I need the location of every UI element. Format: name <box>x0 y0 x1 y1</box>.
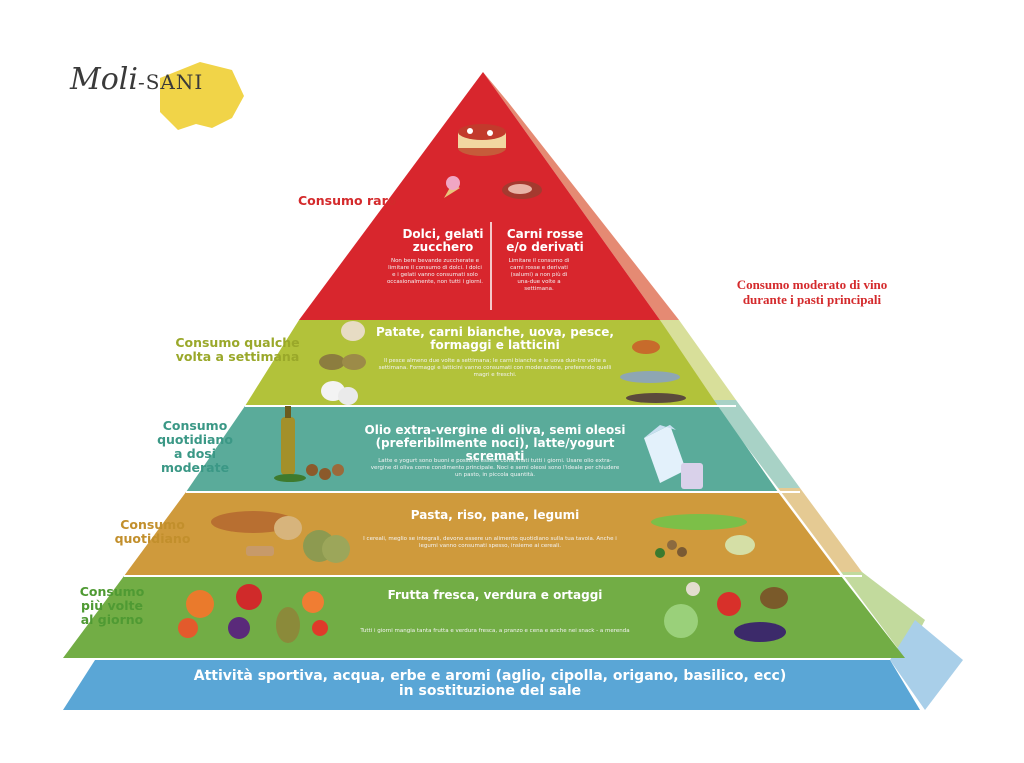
base-tier <box>63 660 920 710</box>
teal-tier-side <box>711 400 800 488</box>
ice-cream-icon <box>444 176 460 198</box>
orange-tier <box>124 492 841 576</box>
base-tier-side <box>890 620 963 710</box>
orange-tier-side <box>778 488 862 572</box>
red-tier-side <box>483 72 679 320</box>
frequency-weekly: Consumo qualche volta a settimana <box>175 335 300 364</box>
wine-note: Consumo moderato di vino durante i pasti… <box>736 277 888 307</box>
logo: Moli-SANI <box>70 62 203 97</box>
frequency-rare: Consumo raro <box>298 193 397 208</box>
logo-brand-b: -SANI <box>137 70 204 94</box>
olive-tier-side <box>660 320 736 400</box>
cake-icon <box>458 124 506 156</box>
olive-tier <box>245 320 718 406</box>
weekly-desc: Il pesce almeno due volte a settimana; l… <box>378 358 612 378</box>
milk-yogurt-icon <box>644 425 703 489</box>
green-tier <box>63 576 905 658</box>
daily-title: Pasta, riso, pane, legumi <box>410 508 580 522</box>
weekly-title: Patate, carni bianche, uova, pesce, form… <box>376 325 614 352</box>
vegetables-icon <box>664 582 788 642</box>
several-daily-title: Frutta fresca, verdura e ortaggi <box>387 588 603 602</box>
olive-oil-nuts-icon <box>274 406 344 482</box>
base-title: Attività sportiva, acqua, erbe e aromi (… <box>193 668 787 699</box>
red-meat-title: Carni rosse e/o derivati <box>506 227 584 254</box>
steak-icon <box>502 181 542 199</box>
frequency-daily-moderate: Consumo quotidiano a dosi moderate <box>157 418 233 475</box>
sweets-title: Dolci, gelati zucchero <box>402 227 484 254</box>
logo-brand-a: Moli <box>70 62 138 97</box>
several-daily-desc: Tutti i giorni mangia tanta frutta e ver… <box>360 628 630 634</box>
red-tier <box>299 72 660 320</box>
molise-map-icon <box>160 62 244 130</box>
frequency-daily: Consumo quotidiano <box>114 517 191 546</box>
green-tier-side <box>841 572 925 658</box>
sweets-desc: Non bere bevande zuccherate e limitare i… <box>386 258 484 285</box>
bread-icon <box>211 511 350 563</box>
frequency-several-daily: Consumo più volte al giorno <box>79 584 145 627</box>
legumes-icon <box>651 514 755 558</box>
daily-moderate-title: Olio extra-vergine di oliva, semi oleosi… <box>364 423 626 463</box>
fruits-icon <box>178 584 328 643</box>
red-meat-desc: Limitare il consumo di carni rosse e der… <box>508 258 570 292</box>
chicken-fish-icon <box>620 340 686 403</box>
daily-moderate-desc: Latte e yogurt sono buoni e possono esse… <box>370 458 620 478</box>
daily-desc: I cereali, meglio se integrali, devono e… <box>363 536 617 549</box>
potatoes-eggs-icon <box>319 321 366 405</box>
